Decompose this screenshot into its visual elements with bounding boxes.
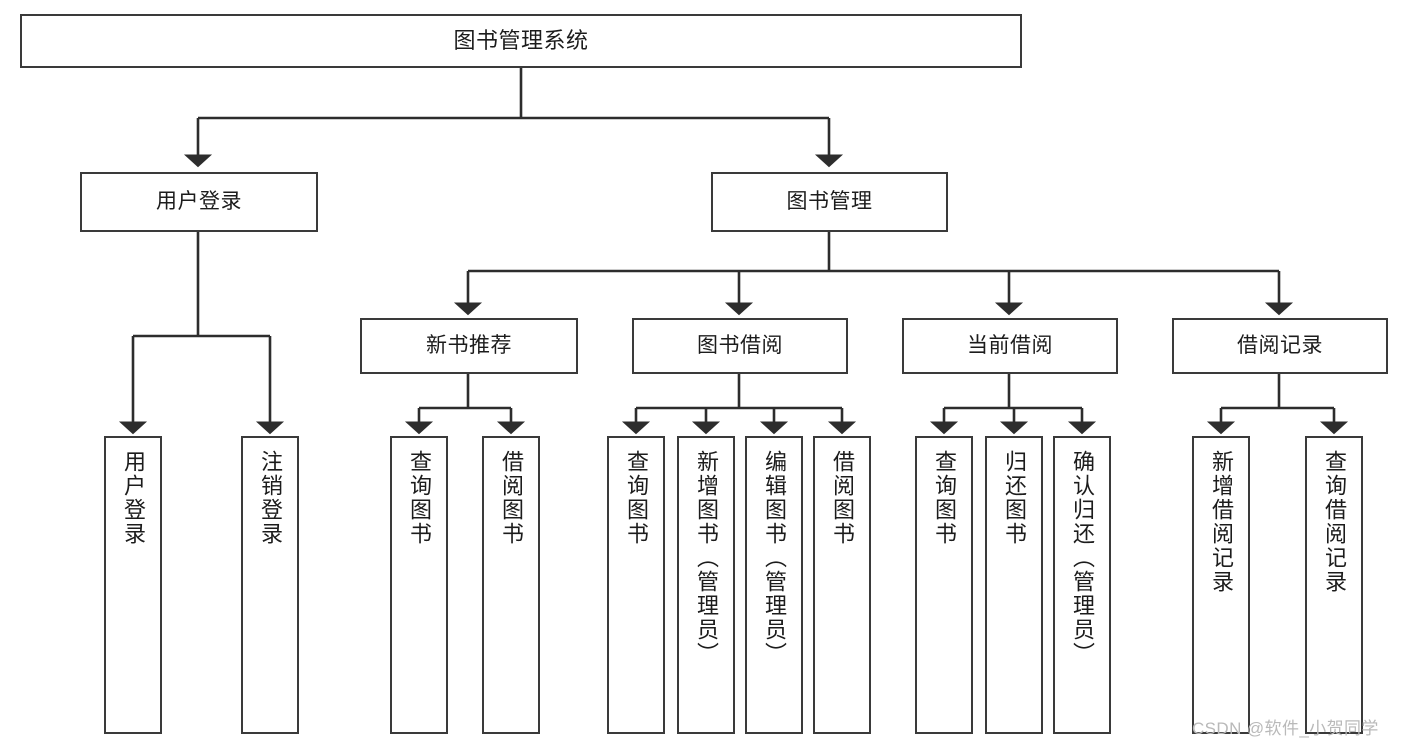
node-book-manage[interactable]: 图书管理 [711,172,948,232]
node-leaf-borrow-add[interactable]: 新增图书（管理员） [677,436,735,734]
node-borrow-record-label: 借阅记录 [1237,333,1323,357]
node-leaf-rec-search-label: 查询借阅记录 [1322,450,1347,594]
node-leaf-borrow-query-label: 查询图书 [624,450,649,546]
node-root-system-label: 图书管理系统 [453,28,589,54]
node-user-login[interactable]: 用户登录 [80,172,318,232]
node-leaf-cur-query-label: 查询图书 [932,450,957,546]
csdn-watermark: CSDN @软件_小贺同学 [1192,719,1379,738]
node-leaf-cur-query[interactable]: 查询图书 [915,436,973,734]
node-leaf-cur-return-label: 归还图书 [1002,450,1027,546]
node-leaf-borrow-add-label: 新增图书（管理员） [694,450,719,666]
node-root-system[interactable]: 图书管理系统 [20,14,1022,68]
node-leaf-borrow-edit-label: 编辑图书（管理员） [762,450,787,666]
node-leaf-borrow-query[interactable]: 查询图书 [607,436,665,734]
node-leaf-rec-add-label: 新增借阅记录 [1209,450,1234,594]
edges-newbookrec-to-leaves [404,374,526,435]
edges-bookmanage-to-level2 [453,232,1294,316]
node-new-book-rec[interactable]: 新书推荐 [360,318,578,374]
node-leaf-user-login[interactable]: 用户登录 [104,436,162,734]
node-user-login-label: 用户登录 [156,189,242,213]
node-leaf-rec-search[interactable]: 查询借阅记录 [1305,436,1363,734]
node-leaf-cur-confirm-label: 确认归还（管理员） [1070,450,1095,666]
node-current-borrow[interactable]: 当前借阅 [902,318,1118,374]
node-leaf-user-login-label: 用户登录 [121,450,146,546]
node-borrow-record[interactable]: 借阅记录 [1172,318,1388,374]
node-leaf-cur-return[interactable]: 归还图书 [985,436,1043,734]
node-leaf-logout-label: 注销登录 [258,450,283,546]
node-new-book-rec-label: 新书推荐 [426,333,512,357]
node-leaf-borrow-edit[interactable]: 编辑图书（管理员） [745,436,803,734]
node-book-borrow-label: 图书借阅 [697,333,783,357]
node-book-manage-label: 图书管理 [786,189,873,213]
edges-root-to-level1 [183,68,844,168]
node-leaf-borrow-lend[interactable]: 借阅图书 [813,436,871,734]
node-leaf-rec-query[interactable]: 查询图书 [390,436,448,734]
node-leaf-rec-borrow[interactable]: 借阅图书 [482,436,540,734]
node-leaf-rec-add[interactable]: 新增借阅记录 [1192,436,1250,734]
edges-userlogin-to-leaves [118,232,285,435]
edges-bookborrow-to-leaves [621,374,857,435]
node-leaf-borrow-lend-label: 借阅图书 [830,450,855,546]
node-current-borrow-label: 当前借阅 [967,333,1053,357]
node-leaf-cur-confirm[interactable]: 确认归还（管理员） [1053,436,1111,734]
node-leaf-logout[interactable]: 注销登录 [241,436,299,734]
edges-currentborrow-to-leaves [929,374,1097,435]
node-leaf-rec-borrow-label: 借阅图书 [499,450,524,546]
node-leaf-rec-query-label: 查询图书 [407,450,432,546]
node-book-borrow[interactable]: 图书借阅 [632,318,848,374]
edges-borrowrecord-to-leaves [1206,374,1349,435]
